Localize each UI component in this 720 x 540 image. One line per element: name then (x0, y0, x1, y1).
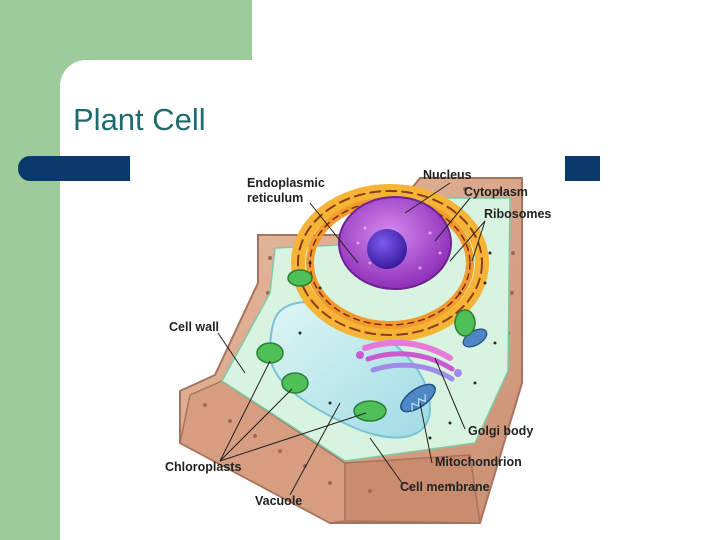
label-cytoplasm: Cytoplasm (464, 185, 528, 199)
title-divider-bar-right (560, 156, 600, 181)
label-cell-wall: Cell wall (169, 320, 219, 334)
label-endoplasmic-reticulum-1: Endoplasmic (247, 176, 325, 190)
title-divider-bar-left (18, 156, 138, 181)
golgi-body (356, 339, 462, 382)
label-leader-lines (217, 182, 486, 496)
label-chloroplasts: Chloroplasts (165, 460, 241, 474)
label-vacuole: Vacuole (255, 494, 302, 508)
chloroplasts (256, 269, 476, 422)
label-nucleus: Nucleus (423, 168, 472, 182)
plant-cell-illustration: Endoplasmic reticulum Nucleus Cytoplasm … (165, 168, 551, 524)
ribosomes (298, 251, 497, 440)
slide-title: Plant Cell (73, 102, 206, 137)
label-golgi-body: Golgi body (468, 424, 533, 438)
label-cell-membrane: Cell membrane (400, 480, 490, 494)
nucleus (338, 196, 452, 290)
label-ribosomes: Ribosomes (484, 207, 551, 221)
plant-cell-diagram: Endoplasmic reticulum Nucleus Cytoplasm … (130, 143, 565, 535)
label-mitochondrion: Mitochondrion (435, 455, 522, 469)
nucleolus (367, 229, 407, 269)
label-endoplasmic-reticulum-2: reticulum (247, 191, 303, 205)
